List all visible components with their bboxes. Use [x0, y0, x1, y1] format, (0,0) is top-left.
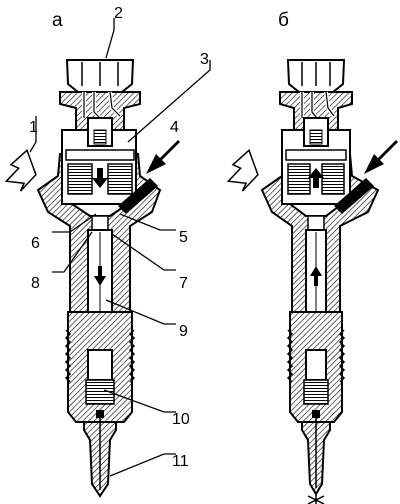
callout-6: 6	[31, 235, 40, 252]
fuel-inlet-a	[118, 178, 158, 214]
spray-icon	[307, 494, 325, 504]
flow-arrow-down-rod-a	[94, 266, 106, 286]
panel-label-a: а	[52, 10, 63, 31]
fuel-inlet-b	[334, 178, 374, 214]
injector-b	[226, 59, 398, 504]
callout-4: 4	[170, 119, 179, 136]
solenoid-coil-right-a	[107, 163, 133, 195]
solenoid-coil-left-a	[67, 163, 93, 195]
callout-10: 10	[172, 411, 190, 428]
flow-arrow-up-rod-b	[310, 266, 322, 286]
callout-1: 1	[29, 119, 38, 136]
callout-9: 9	[179, 323, 188, 340]
solenoid-coil-left-b	[287, 163, 311, 195]
panel-label-b: б	[278, 10, 289, 31]
solenoid-coil-right-b	[321, 163, 345, 195]
flow-arrow-up-b	[308, 168, 324, 188]
injector-a	[4, 59, 180, 498]
callout-8: 8	[31, 275, 40, 292]
flow-arrow-down-a	[92, 168, 108, 188]
callout-2: 2	[114, 5, 123, 22]
inlet-arrow-a	[146, 140, 180, 174]
callout-7: 7	[179, 275, 188, 292]
callout-5: 5	[179, 229, 188, 246]
inlet-arrow-b	[364, 140, 398, 174]
return-arrow-b	[226, 148, 259, 192]
leader-lines	[29, 18, 211, 477]
return-arrow-a	[4, 148, 37, 192]
callout-11: 11	[172, 453, 189, 470]
callout-3: 3	[200, 51, 209, 68]
